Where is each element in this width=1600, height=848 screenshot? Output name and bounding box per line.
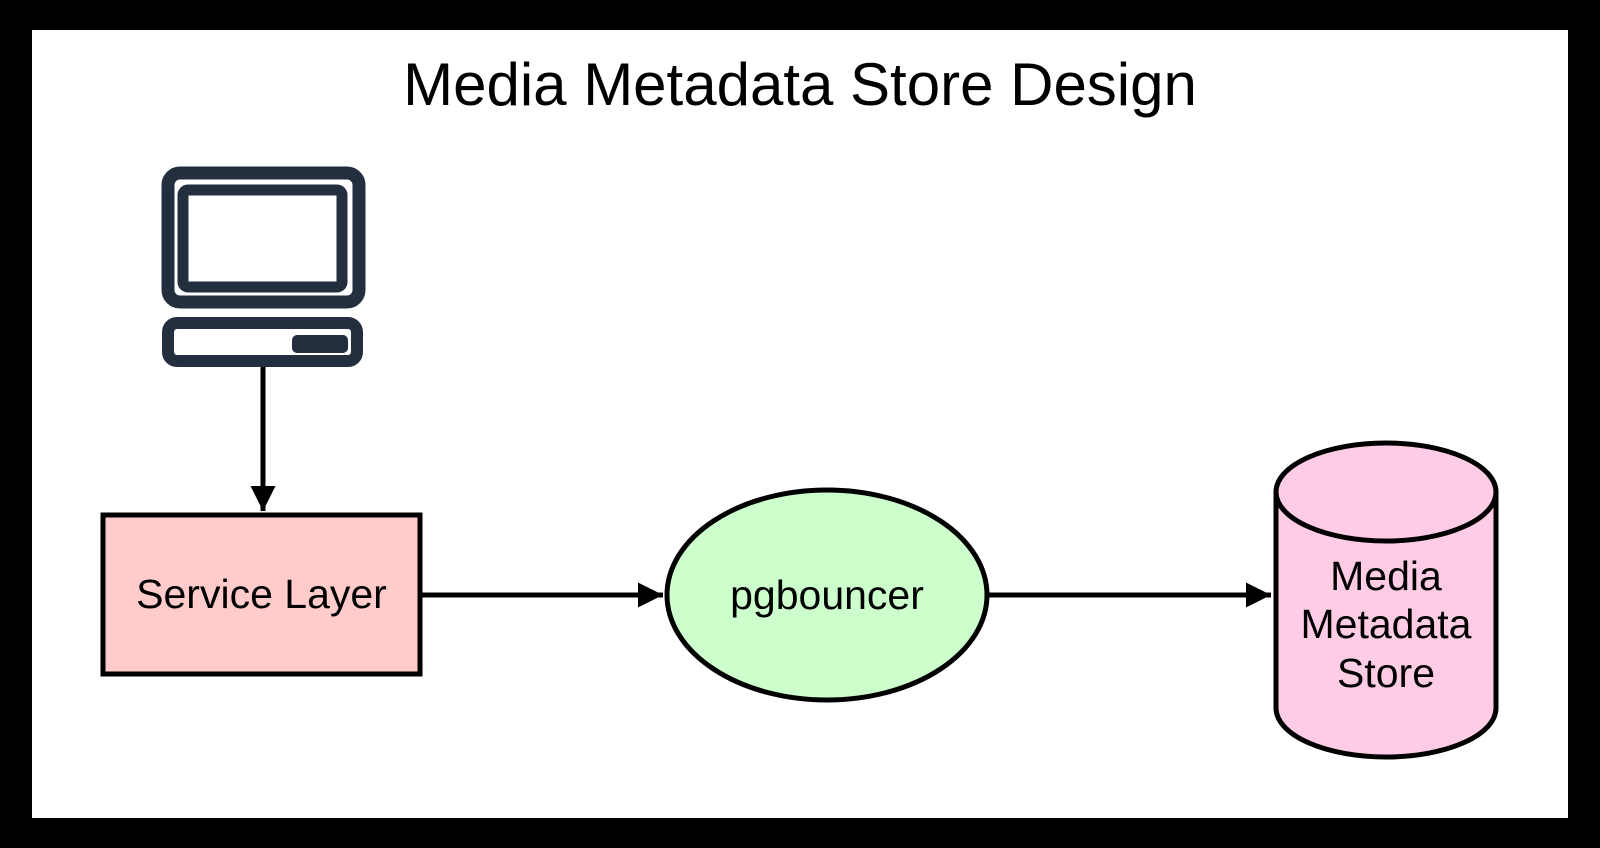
- service-layer-node: [100, 512, 423, 677]
- service-layer-label: Service Layer: [136, 571, 387, 618]
- media-metadata-store-label: Media Metadata Store: [1300, 552, 1472, 696]
- cylinder-body: [1273, 492, 1499, 760]
- computer-icon: [161, 166, 366, 367]
- cylinder-top: [1273, 440, 1499, 544]
- diagram-title: Media Metadata Store Design: [403, 51, 1197, 118]
- pgbouncer-label: pgbouncer: [730, 571, 924, 618]
- pgbouncer-node: [664, 487, 990, 703]
- computer-drive-slot: [292, 335, 348, 353]
- media-metadata-store-node: [1273, 440, 1499, 760]
